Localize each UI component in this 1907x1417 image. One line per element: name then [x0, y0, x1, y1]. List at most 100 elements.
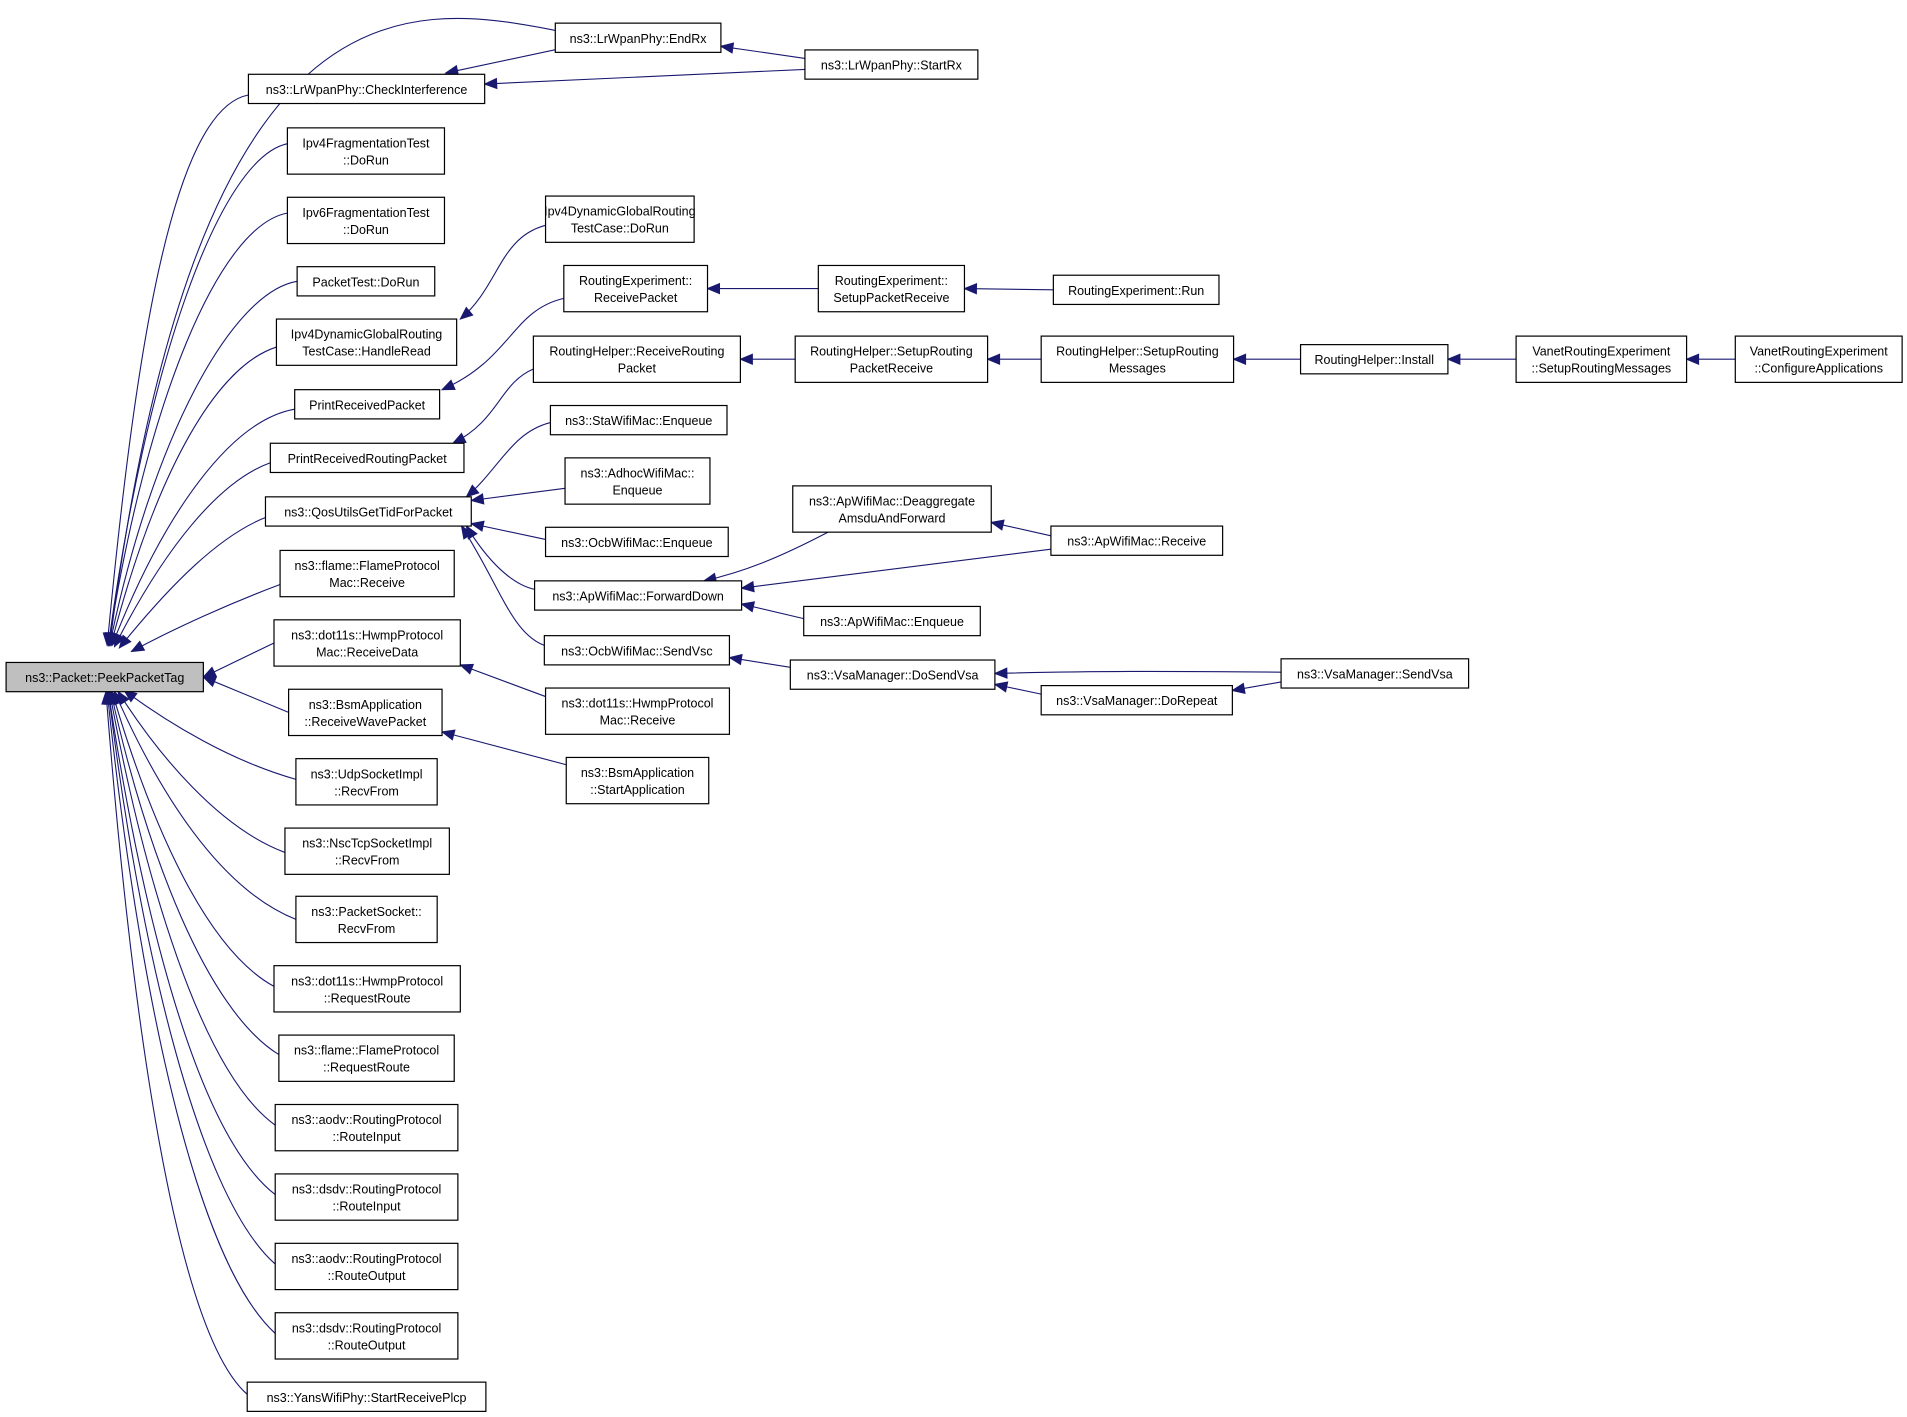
- node-label: ns3::dot11s::HwmpProtocol: [291, 628, 443, 642]
- node-box: [295, 758, 438, 806]
- node-checkint[interactable]: ns3::LrWpanPhy::CheckInterference: [247, 73, 486, 105]
- node-label: ns3::NscTcpSocketImpl: [302, 837, 432, 851]
- edge-line: [111, 347, 277, 645]
- node-box: [288, 688, 443, 737]
- node-box: [803, 605, 981, 637]
- edge-re_run-to-re_setup: [963, 283, 1053, 295]
- node-packettest[interactable]: PacketTest::DoRun: [296, 266, 436, 297]
- edge-line: [110, 692, 276, 1126]
- node-ap_fwd[interactable]: ns3::ApWifiMac::ForwardDown: [533, 580, 743, 611]
- node-label: RoutingHelper::SetupRouting: [810, 345, 973, 359]
- node-vre_config[interactable]: VanetRoutingExperiment::ConfigureApplica…: [1734, 335, 1903, 383]
- node-hwmp_recvdata[interactable]: ns3::dot11s::HwmpProtocolMac::ReceiveDat…: [273, 619, 461, 667]
- node-box: [533, 580, 743, 611]
- node-sta_enq[interactable]: ns3::StaWifiMac::Enqueue: [549, 404, 728, 436]
- node-label: PrintReceivedPacket: [309, 398, 426, 412]
- node-label: PacketReceive: [850, 362, 933, 376]
- node-adhoc_enq[interactable]: ns3::AdhocWifiMac::Enqueue: [564, 457, 711, 505]
- arrowhead-icon: [1231, 682, 1246, 694]
- edge-adhoc_enq-to-qos: [469, 488, 565, 505]
- node-pktsock_recv[interactable]: ns3::PacketSocket::RecvFrom: [295, 895, 438, 944]
- node-vsa_dosend[interactable]: ns3::VsaManager::DoSendVsa: [789, 659, 996, 690]
- node-box: [563, 264, 709, 313]
- node-re_recv[interactable]: RoutingExperiment::ReceivePacket: [563, 264, 709, 313]
- arrowhead-icon: [469, 493, 485, 505]
- node-yans[interactable]: ns3::YansWifiPhy::StartReceivePlcp: [246, 1381, 487, 1412]
- node-rh_msgs[interactable]: RoutingHelper::SetupRoutingMessages: [1040, 335, 1235, 383]
- node-ocb_enq[interactable]: ns3::OcbWifiMac::Enqueue: [544, 526, 729, 558]
- node-flame_route[interactable]: ns3::flame::FlameProtocol::RequestRoute: [278, 1034, 455, 1082]
- edge-line: [111, 692, 279, 1055]
- node-dsdv_out[interactable]: ns3::dsdv::RoutingProtocol::RouteOutput: [274, 1312, 459, 1360]
- node-box: [532, 335, 741, 383]
- node-ap_deagg[interactable]: ns3::ApWifiMac::DeaggregateAmsduAndForwa…: [792, 485, 992, 533]
- node-label: ns3::ApWifiMac::Deaggregate: [809, 495, 975, 509]
- node-re_run[interactable]: RoutingExperiment::Run: [1052, 274, 1220, 306]
- edge-line: [466, 526, 534, 589]
- node-box: [1734, 335, 1903, 383]
- node-vsa_send[interactable]: ns3::VsaManager::SendVsa: [1280, 658, 1470, 689]
- node-hwmp_route[interactable]: ns3::dot11s::HwmpProtocol::RequestRoute: [273, 965, 461, 1013]
- node-qos[interactable]: ns3::QosUtilsGetTidForPacket: [264, 496, 472, 527]
- node-ap_recv[interactable]: ns3::ApWifiMac::Receive: [1050, 525, 1224, 556]
- node-dsdv_in[interactable]: ns3::dsdv::RoutingProtocol::RouteInput: [274, 1173, 459, 1221]
- edge-vre_setup-to-rh_install: [1446, 353, 1516, 365]
- edge-line: [460, 225, 545, 319]
- node-label: ns3::QosUtilsGetTidForPacket: [284, 505, 453, 519]
- edge-line: [485, 69, 805, 84]
- edge-ipv4dyn_dorun-to-ipv4dyn_handle: [459, 225, 545, 320]
- node-label: ns3::BsmApplication: [309, 698, 422, 712]
- node-ap_enq[interactable]: ns3::ApWifiMac::Enqueue: [803, 605, 981, 637]
- node-label: ns3::aodv::RoutingProtocol: [291, 1252, 441, 1266]
- node-box: [549, 404, 728, 436]
- node-label: ns3::LrWpanPhy::StartRx: [821, 59, 963, 73]
- node-udp_recv[interactable]: ns3::UdpSocketImpl::RecvFrom: [295, 758, 438, 806]
- node-box: [284, 827, 450, 875]
- node-label: Messages: [1109, 362, 1166, 376]
- arrowhead-icon: [986, 353, 1001, 365]
- node-bsm_start[interactable]: ns3::BsmApplication::StartApplication: [565, 756, 710, 805]
- edge-line: [995, 671, 1281, 673]
- node-label: ::RouteOutput: [328, 1338, 406, 1352]
- node-vre_setup[interactable]: VanetRoutingExperiment::SetupRoutingMess…: [1515, 335, 1688, 383]
- node-label: ::ConfigureApplications: [1754, 362, 1883, 376]
- node-ipv4frag[interactable]: Ipv4FragmentationTest::DoRun: [286, 127, 446, 175]
- node-peek[interactable]: ns3::Packet::PeekPacketTag: [5, 661, 204, 693]
- node-aodv_in[interactable]: ns3::aodv::RoutingProtocol::RouteInput: [274, 1103, 459, 1152]
- node-aodv_out[interactable]: ns3::aodv::RoutingProtocol::RouteOutput: [274, 1242, 459, 1291]
- edge-bsm_recv-to-peek: [202, 677, 288, 712]
- edge-line: [964, 289, 1053, 290]
- node-endrx[interactable]: ns3::LrWpanPhy::EndRx: [554, 22, 722, 53]
- node-box: [544, 687, 731, 735]
- node-ipv4dyn_handle[interactable]: Ipv4DynamicGlobalRoutingTestCase::Handle…: [275, 318, 458, 366]
- node-printrecv[interactable]: PrintReceivedPacket: [294, 389, 441, 420]
- node-rh_install[interactable]: RoutingHelper::Install: [1299, 344, 1449, 375]
- node-re_setup[interactable]: RoutingExperiment::SetupPacketReceive: [817, 264, 966, 313]
- node-ipv6frag[interactable]: Ipv6FragmentationTest::DoRun: [286, 196, 446, 245]
- node-label: ::RouteInput: [332, 1130, 401, 1144]
- node-box: [286, 196, 446, 245]
- node-bsm_recv[interactable]: ns3::BsmApplication::ReceiveWavePacket: [288, 688, 443, 737]
- node-startrx[interactable]: ns3::LrWpanPhy::StartRx: [804, 49, 979, 80]
- node-box: [544, 526, 729, 558]
- node-vsa_repeat[interactable]: ns3::VsaManager::DoRepeat: [1040, 684, 1233, 716]
- node-box: [269, 442, 465, 474]
- node-ocb_sendvsc[interactable]: ns3::OcbWifiMac::SendVsc: [543, 635, 731, 666]
- edge-flame_recv-to-peek: [130, 585, 281, 653]
- edge-ocb_sendvsc-to-qos: [460, 524, 545, 645]
- node-label: RoutingExperiment::: [835, 274, 948, 288]
- edge-line: [108, 692, 275, 1264]
- arrowhead-icon: [989, 519, 1005, 531]
- node-box: [5, 661, 204, 693]
- edge-line: [124, 690, 296, 779]
- edge-ap_fwd-to-qos: [465, 524, 534, 589]
- node-label: TestCase::HandleRead: [302, 345, 431, 359]
- node-nsc_recv[interactable]: ns3::NscTcpSocketImpl::RecvFrom: [284, 827, 450, 875]
- edge-endrx-to-checkint: [444, 49, 560, 77]
- node-printrouting[interactable]: PrintReceivedRoutingPacket: [269, 442, 465, 474]
